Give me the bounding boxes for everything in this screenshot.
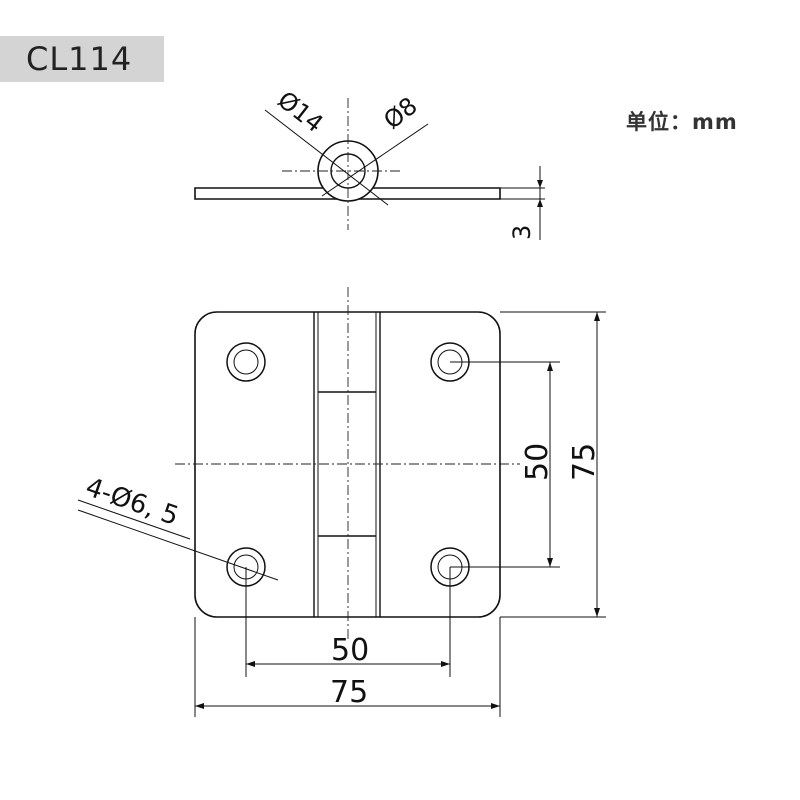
pin-inner-label: Ø8 (378, 92, 422, 135)
holes-leader-ext (77, 499, 191, 540)
hole-spacing-h-label: 50 (331, 633, 369, 668)
side-view (194, 98, 545, 240)
thickness-arrow-top (537, 180, 543, 188)
holes-leader (77, 509, 279, 581)
hinge-plate (194, 311, 501, 618)
overall-height-label: 75 (567, 443, 602, 481)
pin-outer-label: Ø14 (272, 86, 328, 139)
hole-spacing-horizontal-dim (245, 567, 451, 677)
unit-label: 单位：mm (626, 110, 738, 134)
overall-width-dim (194, 617, 501, 717)
overall-width-label: 75 (330, 675, 368, 710)
overall-height-dim (500, 311, 606, 618)
thickness-label: 3 (508, 225, 536, 240)
hole-spacing-vertical-dim (450, 361, 560, 568)
thickness-arrow-bottom (537, 199, 543, 207)
holes-spec-label: 4-Ø6, 5 (82, 472, 183, 532)
front-view (77, 287, 520, 640)
pin-inner-leader (321, 123, 429, 197)
model-number-label: CL114 (0, 36, 164, 82)
pin-outer-leader (264, 109, 389, 206)
mounting-hole-top-left (226, 342, 266, 382)
hole-spacing-v-label: 50 (520, 443, 555, 481)
